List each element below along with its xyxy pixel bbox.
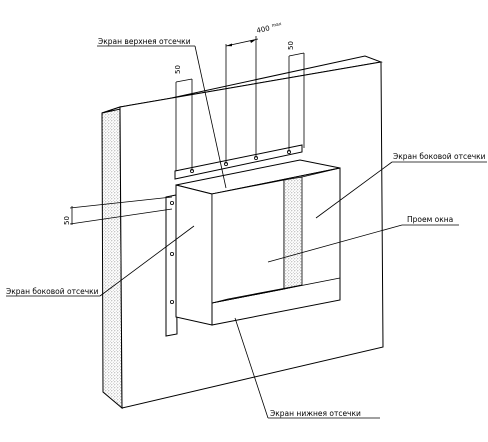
label-side-screen-left: Экран боковой отсечки [6,225,195,297]
dimension-unit: max [271,22,282,29]
dimension-value: 50 [287,41,295,50]
dimension-top-400: 400 max [225,22,282,164]
label-text: Экран боковой отсечки [6,287,99,296]
fastener-hole [169,251,174,256]
left-side-screen-rail [165,194,178,337]
label-upper-screen: Экран верхнея отсечки [97,37,227,189]
dimension-side-50: 50 [63,196,173,225]
label-text: Экран боковой отсечки [393,152,486,161]
label-text: Проем окна [407,215,453,224]
label-lower-screen: Экран нижнея отсечки [234,317,380,419]
dimension-value: 50 [174,65,182,74]
dimension-value: 400 [256,24,271,35]
dimension-right-50: 50 [287,41,305,152]
dimension-value: 50 [63,216,71,225]
fastener-hole [169,299,174,304]
label-side-screen-right: Экран боковой отсечки [315,152,487,219]
wall-left-edge [101,106,123,410]
inner-right-jamb [283,176,303,290]
dimension-left-50: 50 [174,65,193,171]
window-opening-box [175,159,341,326]
label-window-opening: Проем окна [267,215,459,263]
label-text: Экран нижнея отсечки [270,409,361,418]
box-left-face [175,184,213,326]
label-text: Экран верхнея отсечки [98,37,191,46]
fastener-hole [169,200,174,205]
box-inner-opening [211,179,285,304]
